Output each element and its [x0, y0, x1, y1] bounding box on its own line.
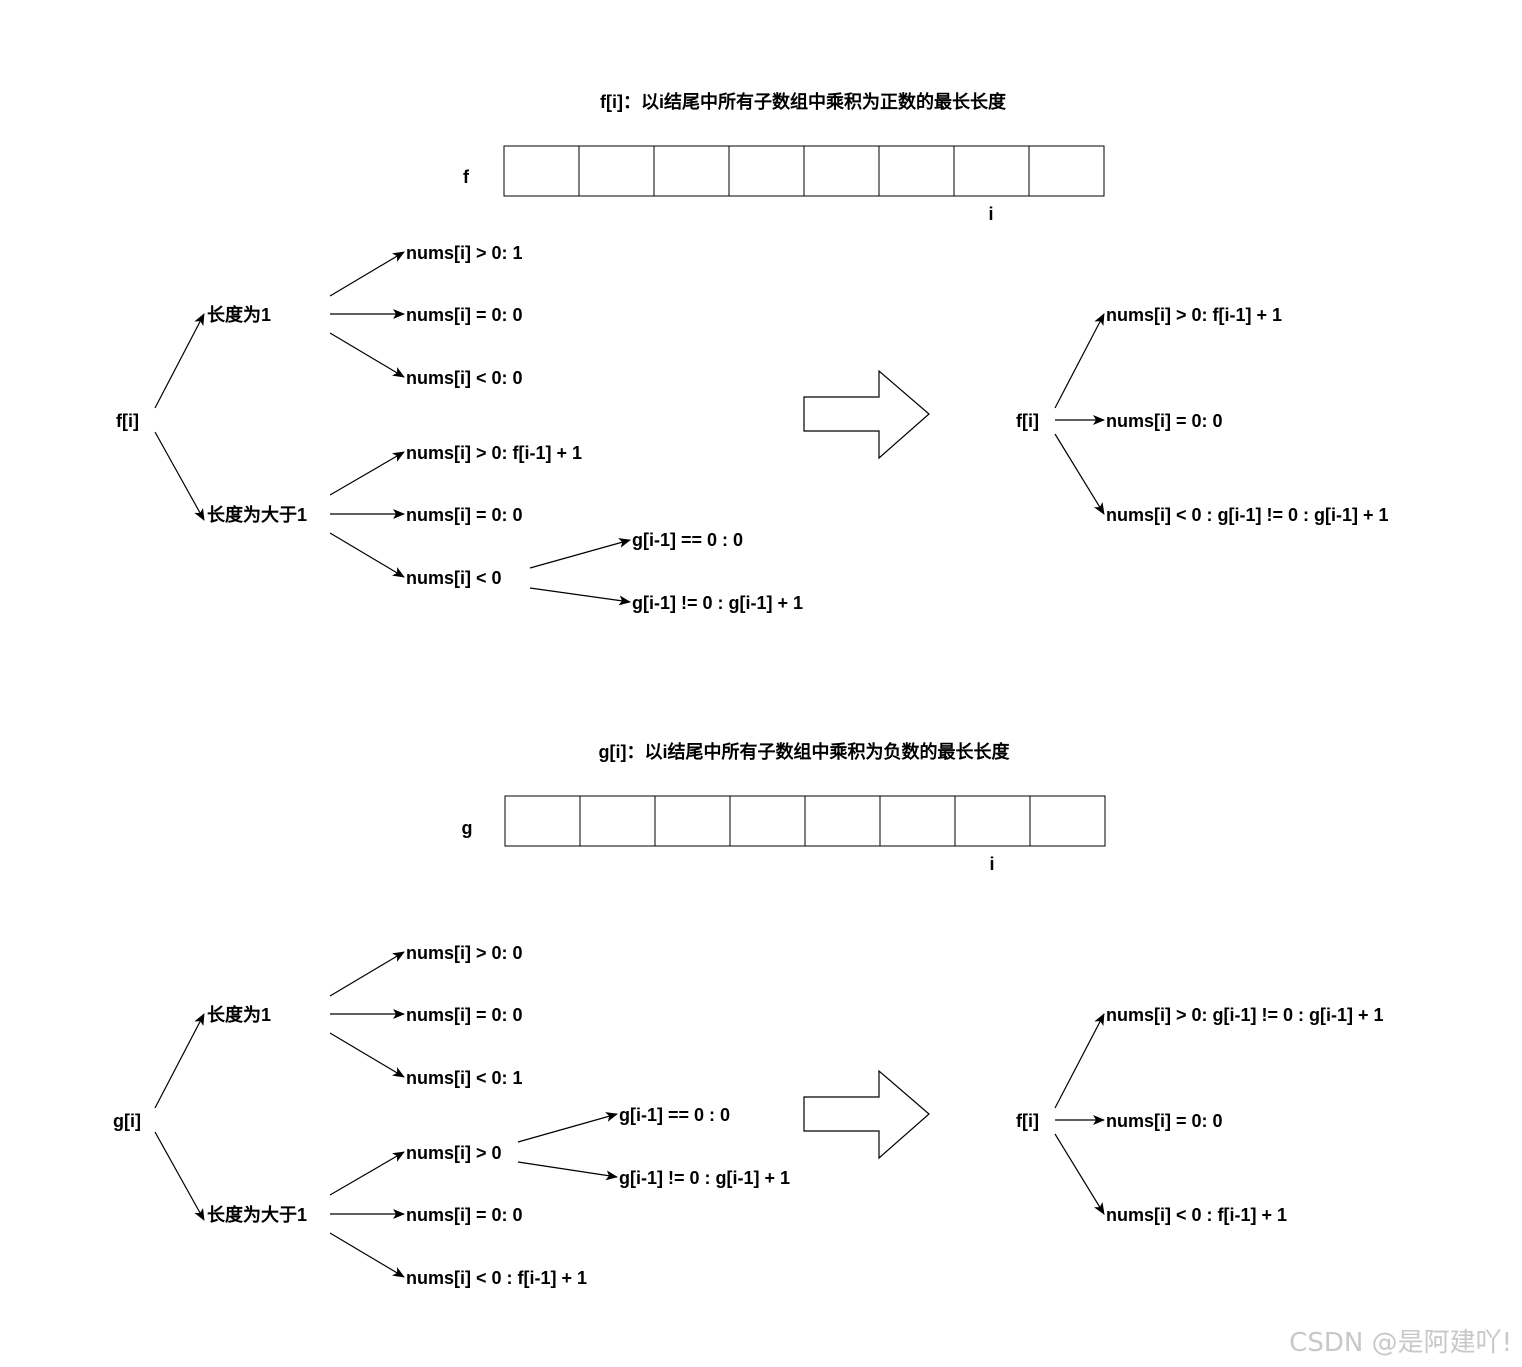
edge [329, 332, 405, 378]
watermark: CSDN @是阿建吖! [1289, 1328, 1512, 1358]
result-case-label: nums[i] = 0: 0 [1106, 411, 1223, 431]
array-cell [953, 145, 1030, 197]
edge [154, 1131, 205, 1221]
edge [329, 532, 405, 578]
case-label: nums[i] > 0: 0 [406, 943, 523, 963]
case-label: nums[i] > 0 [406, 1143, 502, 1163]
edge [154, 1013, 205, 1109]
section-title: g[i]：以i结尾中所有子数组中乘积为负数的最长长度 [599, 741, 1011, 762]
array-cell [728, 145, 805, 197]
case-label: nums[i] < 0: 0 [406, 368, 523, 388]
branch-length-1: 长度为1 [207, 304, 271, 325]
array-cell [729, 795, 806, 847]
case-label: nums[i] < 0 : f[i-1] + 1 [406, 1268, 587, 1288]
array-cell [804, 795, 881, 847]
sub-case-label: g[i-1] != 0 : g[i-1] + 1 [619, 1168, 790, 1188]
tree-edges [154, 951, 1105, 1278]
root-node: f[i] [116, 411, 139, 431]
index-label: i [989, 854, 994, 874]
edge [329, 451, 405, 496]
edge [154, 431, 205, 521]
array-cells [504, 795, 1106, 847]
array-cell [879, 795, 956, 847]
array-cell [954, 795, 1031, 847]
array-cell [653, 145, 730, 197]
edge [329, 1232, 405, 1278]
array-cell [578, 145, 655, 197]
array-cell [803, 145, 880, 197]
sub-case-label: g[i-1] == 0 : 0 [632, 530, 743, 550]
edge [329, 251, 405, 297]
edge [1054, 313, 1105, 409]
edge [329, 1032, 405, 1078]
array-cell [1028, 145, 1105, 197]
case-label: nums[i] = 0: 0 [406, 505, 523, 525]
edge [329, 1151, 405, 1196]
edge [529, 538, 631, 569]
array-cell [654, 795, 731, 847]
tree-edges [154, 251, 1105, 606]
edge [1054, 1013, 1105, 1109]
edge [1054, 433, 1105, 515]
result-root-node: f[i] [1016, 1111, 1039, 1131]
branch-length-gt-1: 长度为大于1 [207, 504, 307, 525]
array-cell [503, 145, 580, 197]
case-label: nums[i] > 0: 1 [406, 243, 523, 263]
array-cell [579, 795, 656, 847]
index-label: i [988, 204, 993, 224]
branch-length-1: 长度为1 [207, 1004, 271, 1025]
edge [517, 1112, 618, 1143]
array-cells [503, 145, 1105, 197]
section-g: g[i]：以i结尾中所有子数组中乘积为负数的最长长度 g i [113, 741, 1384, 1288]
case-label: nums[i] = 0: 0 [406, 1205, 523, 1225]
result-case-label: nums[i] > 0: g[i-1] != 0 : g[i-1] + 1 [1106, 1005, 1384, 1025]
block-arrow [803, 1069, 930, 1160]
result-case-label: nums[i] < 0 : g[i-1] != 0 : g[i-1] + 1 [1106, 505, 1389, 525]
root-node: g[i] [113, 1111, 141, 1131]
edge [529, 587, 631, 606]
sub-case-label: g[i-1] == 0 : 0 [619, 1105, 730, 1125]
edge [329, 951, 405, 997]
case-label: nums[i] = 0: 0 [406, 305, 523, 325]
section-title: f[i]：以i结尾中所有子数组中乘积为正数的最长长度 [600, 91, 1007, 112]
array-cell [504, 795, 581, 847]
edge [517, 1161, 618, 1181]
sub-case-label: g[i-1] != 0 : g[i-1] + 1 [632, 593, 803, 613]
branch-length-gt-1: 长度为大于1 [207, 1204, 307, 1225]
case-label: nums[i] < 0: 1 [406, 1068, 523, 1088]
case-label: nums[i] = 0: 0 [406, 1005, 523, 1025]
array-name-label: g [462, 818, 473, 838]
section-f: f[i]：以i结尾中所有子数组中乘积为正数的最长长度 f i [116, 91, 1389, 613]
block-arrow [803, 369, 930, 460]
case-label: nums[i] > 0: f[i-1] + 1 [406, 443, 582, 463]
result-case-label: nums[i] > 0: f[i-1] + 1 [1106, 305, 1282, 325]
result-case-label: nums[i] = 0: 0 [1106, 1111, 1223, 1131]
result-root-node: f[i] [1016, 411, 1039, 431]
array-cell [878, 145, 955, 197]
edge [1054, 1133, 1105, 1215]
edge [154, 313, 205, 409]
array-name-label: f [463, 167, 470, 187]
result-case-label: nums[i] < 0 : f[i-1] + 1 [1106, 1205, 1287, 1225]
case-label: nums[i] < 0 [406, 568, 502, 588]
array-cell [1029, 795, 1106, 847]
